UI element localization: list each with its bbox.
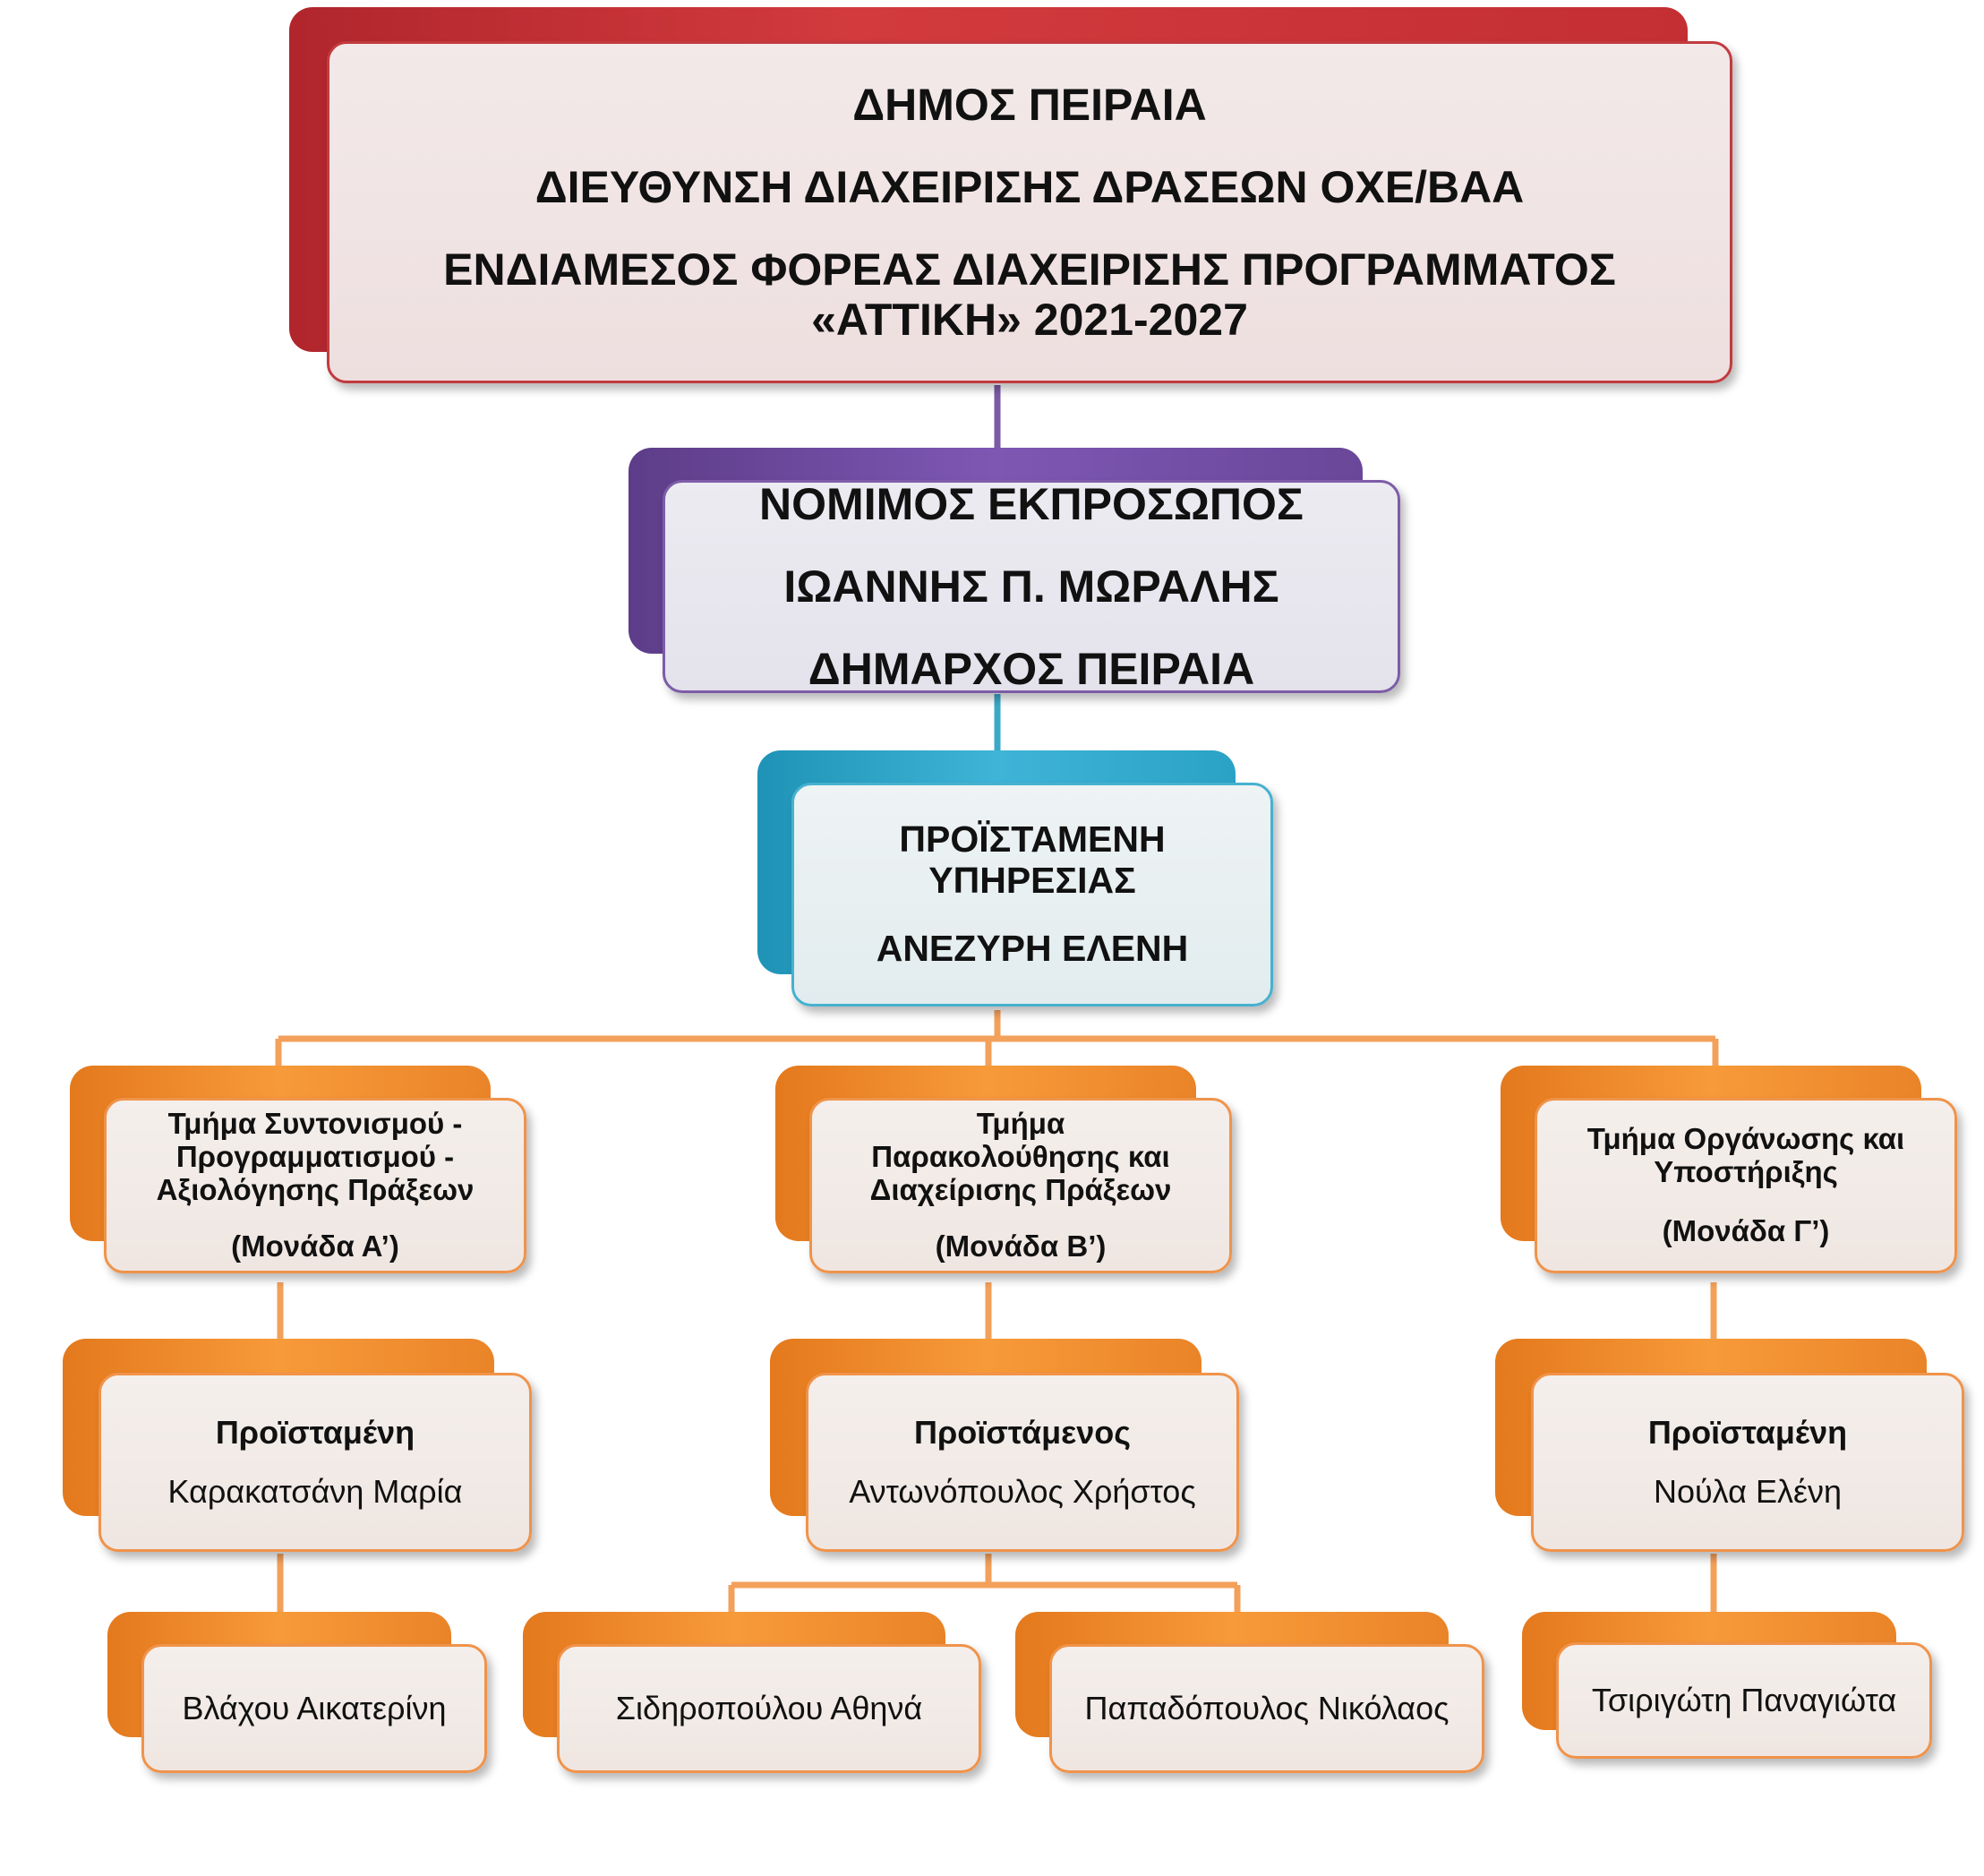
manager-a-title: Προϊσταμένη xyxy=(215,1413,415,1451)
manager-a-name: Καρακατσάνη Μαρία xyxy=(167,1473,463,1510)
head-role-line1: ΠΡΟΪΣΤΑΜΕΝΗ xyxy=(899,818,1166,861)
municipality-box: ΔΗΜΟΣ ΠΕΙΡΑΙΑ ΔΙΕΥΘΥΝΣΗ ΔΙΑΧΕΙΡΙΣΗΣ ΔΡΑΣ… xyxy=(327,41,1732,383)
department-c-unit: (Μονάδα Γ’) xyxy=(1662,1214,1830,1248)
staff-c1-box: Τσιριγώτη Παναγιώτα xyxy=(1556,1642,1932,1759)
manager-c-name: Νούλα Ελένη xyxy=(1653,1473,1843,1510)
department-c-line2: Υποστήριξης xyxy=(1654,1154,1838,1188)
department-b-line3: Διαχείρισης Πράξεων xyxy=(869,1173,1172,1206)
manager-c-title: Προϊσταμένη xyxy=(1647,1413,1848,1451)
legal-representative-box: ΝΟΜΙΜΟΣ ΕΚΠΡΟΣΩΠΟΣ ΙΩΑΝΝΗΣ Π. ΜΩΡΑΛΗΣ ΔΗ… xyxy=(663,479,1400,694)
staff-b2-box: Παπαδόπουλος Νικόλαος xyxy=(1049,1644,1484,1773)
directorate-name: ΔΙΕΥΘΥΝΣΗ ΔΙΑΧΕΙΡΙΣΗΣ ΔΡΑΣΕΩΝ ΟΧΕ/ΒΑΑ xyxy=(534,162,1525,212)
department-a-unit: (Μονάδα Α’) xyxy=(231,1229,399,1263)
staff-c1-name: Τσιριγώτη Παναγιώτα xyxy=(1591,1681,1897,1718)
department-c-box: Τμήμα Οργάνωσης και Υποστήριξης (Μονάδα … xyxy=(1535,1098,1957,1273)
department-a-line2: Προγραμματισμού - xyxy=(175,1140,455,1174)
manager-b-box: Προϊστάμενος Αντωνόπουλος Χρήστος xyxy=(806,1373,1239,1552)
staff-b2-name: Παπαδόπουλος Νικόλαος xyxy=(1084,1689,1450,1726)
representative-name: ΙΩΑΝΝΗΣ Π. ΜΩΡΑΛΗΣ xyxy=(783,561,1279,612)
staff-b1-name: Σιδηροπούλου Αθηνά xyxy=(615,1689,923,1726)
manager-b-title: Προϊστάμενος xyxy=(914,1413,1131,1451)
representative-role: ΝΟΜΙΜΟΣ ΕΚΠΡΟΣΩΠΟΣ xyxy=(759,479,1304,529)
head-name: ΑΝΕΖΥΡΗ ΕΛΕΝΗ xyxy=(876,927,1189,969)
manager-a-box: Προϊσταμένη Καρακατσάνη Μαρία xyxy=(98,1373,532,1552)
head-role-line2: ΥΠΗΡΕΣΙΑΣ xyxy=(928,860,1136,902)
department-b-line1: Τμήμα xyxy=(976,1107,1065,1141)
department-b-unit: (Μονάδα Β’) xyxy=(935,1229,1107,1263)
department-b-box: Τμήμα Παρακολούθησης και Διαχείρισης Πρά… xyxy=(809,1098,1232,1273)
department-a-line3: Αξιολόγησης Πράξεων xyxy=(156,1173,475,1206)
department-b-line2: Παρακολούθησης και xyxy=(871,1140,1170,1174)
manager-b-name: Αντωνόπουλος Χρήστος xyxy=(849,1473,1196,1510)
manager-c-box: Προϊσταμένη Νούλα Ελένη xyxy=(1531,1373,1964,1552)
staff-a1-name: Βλάχου Αικατερίνη xyxy=(182,1689,447,1726)
municipality-name: ΔΗΜΟΣ ΠΕΙΡΑΙΑ xyxy=(852,80,1207,130)
department-c-line1: Τμήμα Οργάνωσης και xyxy=(1586,1121,1905,1155)
intermediate-body-name: ΕΝΔΙΑΜΕΣΟΣ ΦΟΡΕΑΣ ΔΙΑΧΕΙΡΙΣΗΣ ΠΡΟΓΡΑΜΜΑΤ… xyxy=(443,244,1616,295)
head-of-service-box: ΠΡΟΪΣΤΑΜΕΝΗ ΥΠΗΡΕΣΙΑΣ ΑΝΕΖΥΡΗ ΕΛΕΝΗ xyxy=(791,783,1273,1007)
representative-title: ΔΗΜΑΡΧΟΣ ΠΕΙΡΑΙΑ xyxy=(808,644,1255,694)
staff-b1-box: Σιδηροπούλου Αθηνά xyxy=(557,1644,981,1773)
department-a-line1: Τμήμα Συντονισμού - xyxy=(167,1107,463,1141)
staff-a1-box: Βλάχου Αικατερίνη xyxy=(141,1644,487,1773)
department-a-box: Τμήμα Συντονισμού - Προγραμματισμού - Αξ… xyxy=(104,1098,526,1273)
program-name: «ΑΤΤΙΚΗ» 2021-2027 xyxy=(811,295,1248,345)
